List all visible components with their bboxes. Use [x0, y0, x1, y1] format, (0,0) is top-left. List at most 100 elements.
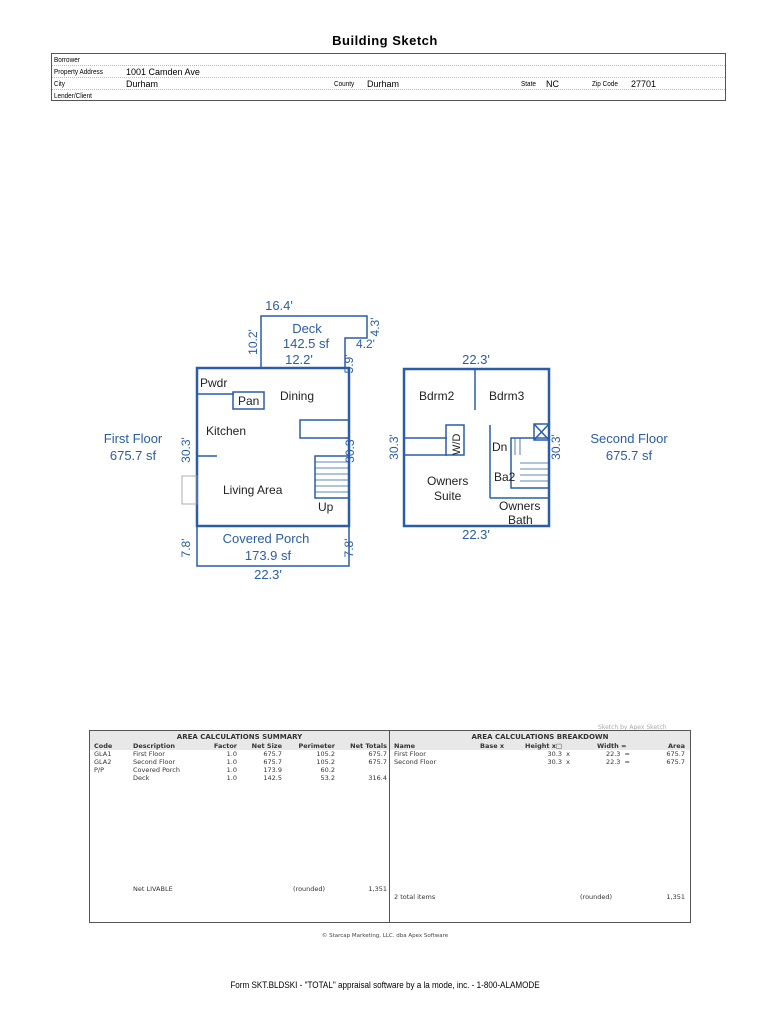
- fireplace: [181, 475, 198, 505]
- room-owners-bath-1: Owners: [499, 499, 540, 513]
- summary-cell: 53.2: [320, 774, 335, 782]
- second-floor-dim-right: 30.3': [549, 434, 563, 460]
- deck-dim-right: 5.9': [342, 355, 356, 374]
- col-net-totals: Net Totals: [350, 742, 387, 750]
- summary-row: GLA1 First Floor 1.0 675.7 105.2 675.7: [90, 750, 389, 758]
- first-floor-area: 675.7 sf: [110, 448, 157, 463]
- col-factor: Factor: [213, 742, 237, 750]
- porch-label: Covered Porch: [223, 531, 310, 546]
- summary-cell: GLA2: [94, 758, 112, 766]
- summary-cell: 142.5: [263, 774, 282, 782]
- address-value: 1001 Camden Ave: [126, 67, 200, 77]
- city-value: Durham: [126, 79, 159, 89]
- area-calculations-table: AREA CALCULATIONS SUMMARY Code Descripti…: [89, 730, 691, 923]
- first-floor-dim-right: 30.3': [343, 437, 357, 463]
- breakdown-title: AREA CALCULATIONS BREAKDOWN: [390, 730, 690, 742]
- first-floor-dim-left: 30.3': [179, 437, 193, 463]
- stairs-up-label: Up: [318, 500, 334, 514]
- stairs-dn-label: Dn: [492, 440, 507, 454]
- room-bdrm3: Bdrm3: [489, 389, 525, 403]
- room-bdrm2: Bdrm2: [419, 389, 455, 403]
- porch-area: 173.9 sf: [245, 548, 292, 563]
- summary-cell: 675.7: [368, 758, 387, 766]
- room-owners-suite-2: Suite: [434, 489, 462, 503]
- col-name: Name: [394, 742, 416, 750]
- breakdown-cell: 675.7: [666, 750, 685, 758]
- col-area: Area: [667, 742, 685, 750]
- summary-cell: 1.0: [226, 750, 237, 758]
- breakdown-rounded: (rounded): [580, 893, 613, 901]
- second-floor-label: Second Floor: [590, 431, 668, 446]
- col-description: Description: [133, 742, 176, 750]
- deck-label: Deck: [292, 321, 322, 336]
- porch-outline: [196, 526, 350, 567]
- area-summary: AREA CALCULATIONS SUMMARY Code Descripti…: [90, 730, 390, 922]
- summary-title: AREA CALCULATIONS SUMMARY: [90, 730, 389, 742]
- summary-cell: P/P: [94, 766, 105, 774]
- deck-dim-bottom: 12.2': [285, 352, 313, 367]
- room-wd: W/D: [451, 434, 463, 455]
- deck-dim-notch: 4.2': [356, 337, 375, 351]
- col-base: Base x: [480, 742, 505, 750]
- col-height: Height x□: [525, 742, 563, 750]
- zip-value: 27701: [631, 79, 657, 89]
- breakdown-row: First Floor 30.3 x 22.3 = 675.7: [390, 750, 690, 758]
- porch-dim-right: 7.8': [342, 539, 356, 558]
- room-ba2: Ba2: [494, 470, 516, 484]
- room-owners-bath-2: Bath: [508, 513, 533, 527]
- summary-cell: 1.0: [226, 766, 237, 774]
- summary-cell: Covered Porch: [133, 766, 180, 774]
- col-perimeter: Perimeter: [298, 742, 335, 750]
- state-value: NC: [546, 79, 559, 89]
- room-owners-suite-1: Owners: [427, 474, 468, 488]
- summary-cell: 1.0: [226, 758, 237, 766]
- state-label: State: [521, 79, 536, 88]
- form-footer: Form SKT.BLDSKI - "TOTAL" appraisal soft…: [230, 980, 540, 990]
- borrower-label: Borrower: [54, 55, 80, 64]
- page-title: Building Sketch: [332, 33, 438, 48]
- breakdown-cell: 675.7: [666, 758, 685, 766]
- breakdown-cell: First Floor: [394, 750, 426, 758]
- copyright: © Starcap Marketing, LLC. dba Apex Softw…: [321, 933, 449, 939]
- stairs: [315, 438, 549, 493]
- summary-cell: 675.7: [263, 758, 282, 766]
- net-livable-label: Net LIVABLE: [133, 885, 173, 893]
- summary-cell: 675.7: [368, 750, 387, 758]
- summary-cell: 105.2: [316, 750, 335, 758]
- summary-cell: 675.7: [263, 750, 282, 758]
- area-breakdown: AREA CALCULATIONS BREAKDOWN Name Base x …: [390, 730, 690, 922]
- room-pan: Pan: [238, 394, 259, 408]
- city-label: City: [54, 79, 65, 88]
- porch-dim-left: 7.8': [179, 539, 193, 558]
- address-label: Property Address: [54, 67, 103, 76]
- deck-dim-right-top: 4.3': [368, 318, 382, 337]
- breakdown-cell: 22.3 =: [605, 750, 630, 758]
- apex-credit: Sketch by Apex Sketch: [598, 724, 667, 731]
- porch-dim-bottom: 22.3': [254, 567, 282, 582]
- breakdown-total: 1,351: [666, 893, 685, 901]
- summary-cell: GLA1: [94, 750, 112, 758]
- room-kitchen: Kitchen: [206, 424, 246, 438]
- deck-dim-top: 16.4': [265, 298, 293, 313]
- breakdown-cell: 30.3 x: [547, 750, 570, 758]
- summary-cell: 316.4: [368, 774, 387, 782]
- summary-cell: Second Floor: [133, 758, 176, 766]
- total-items: 2 total items: [394, 893, 436, 901]
- summary-cell: Deck: [133, 774, 150, 782]
- zip-label: Zip Code: [592, 79, 618, 88]
- col-code: Code: [94, 742, 113, 750]
- property-header: Borrower Property Address 1001 Camden Ave…: [51, 53, 726, 101]
- first-floor-outline: [195, 366, 351, 528]
- second-floor-dim-top: 22.3': [462, 352, 490, 367]
- breakdown-cell: 30.3 x: [547, 758, 570, 766]
- floor-plan-sketch: 16.4' Deck 142.5 sf 12.2' 4.2' 10.2' 4.3…: [104, 298, 669, 582]
- summary-rounded: (rounded): [293, 885, 326, 893]
- first-floor-label: First Floor: [104, 431, 163, 446]
- net-livable-total: 1,351: [368, 885, 387, 893]
- second-floor-area: 675.7 sf: [606, 448, 653, 463]
- summary-cell: First Floor: [133, 750, 165, 758]
